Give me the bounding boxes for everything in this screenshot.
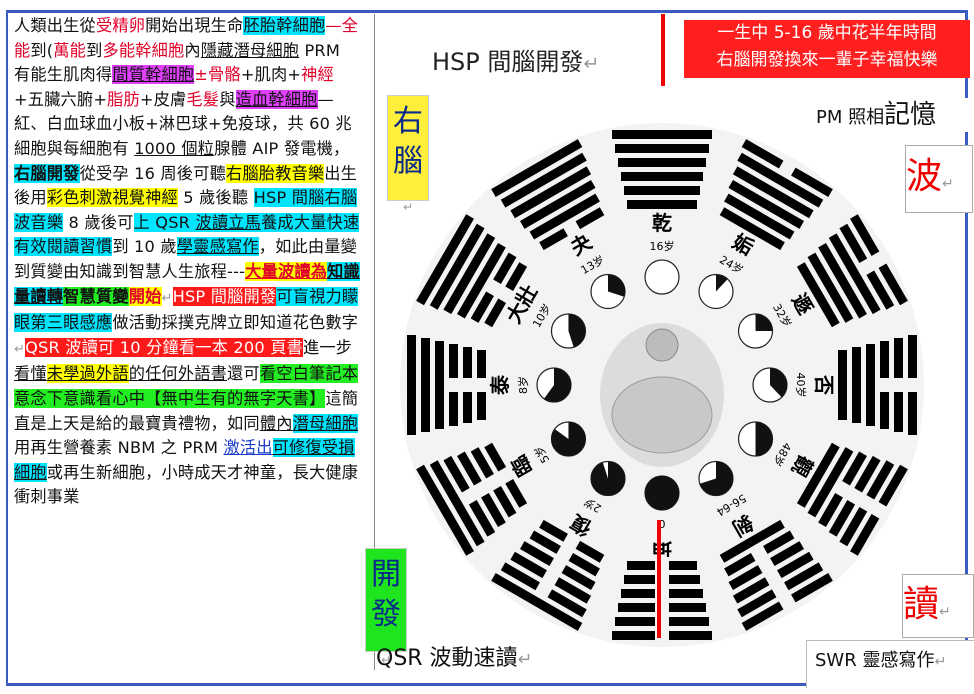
text-run: ，如此由量變到質變由知識到智慧人生旅程--- (14, 237, 358, 281)
pm-label-small: PM 照相 (816, 107, 885, 128)
swr-text: SWR 靈感寫作 (815, 650, 935, 671)
text-run: 幹細胞 (276, 16, 326, 35)
text-run: 從受孕 16 周後可聽 (79, 163, 226, 183)
text-run: 造血幹細胞 (235, 89, 318, 109)
read-box: 讀↵ (902, 574, 974, 638)
text-run: 間質幹細胞 (112, 65, 195, 85)
text-run: 到( (30, 40, 54, 60)
text-run: HSP 間腦開發 (172, 286, 277, 306)
text-run: 多能幹細胞 (102, 40, 185, 60)
wave-char: 波 (906, 156, 943, 197)
text-run: +皮膚 (139, 89, 187, 109)
box-char-row: 腦↵ (388, 142, 428, 227)
red-marker-top (661, 14, 665, 86)
paragraph-mark: ↵ (14, 341, 26, 357)
paragraph-mark: ↵ (942, 176, 954, 192)
text-run: 開始出現生命 (145, 16, 244, 35)
text-run: 開始 (128, 286, 162, 306)
body-text: 人類出生從受精卵開始出現生命胚胎幹細胞—全能到(萬能到多能幹細胞內隱藏潛母細胞 … (14, 14, 360, 676)
note-line: 一生中 5-16 歲中花半年時間 (717, 23, 937, 43)
box-char-row: 發↵ (366, 595, 406, 680)
box-char: 右 (393, 104, 423, 139)
develop-box: 開 發 ↵ (365, 548, 407, 667)
text-run: 波讀立馬 (195, 212, 262, 232)
text-run: 或再生新細胞，小時成天才神童，長大健康衝刺事業 (14, 462, 359, 507)
text-run: 胚胎 (243, 16, 277, 35)
text-run: 到 10 歲 (112, 237, 177, 257)
title-text: HSP 間腦開發 (432, 48, 584, 76)
text-run: 進一步 (303, 337, 353, 357)
text-run: 右腦開發 (14, 163, 80, 183)
text-run: 腺體 AIP 發電機， (214, 138, 350, 158)
text-run: +肌肉+ (240, 65, 302, 85)
text-run: 隱藏潛母細胞 (200, 40, 300, 60)
text-run: 看懂 (14, 364, 47, 384)
text-run: 右腦胎教音樂 (225, 163, 325, 183)
paragraph-mark: ↵ (939, 604, 951, 620)
text-run: 脂肪 (107, 89, 140, 109)
paragraph-mark: ↵ (934, 654, 947, 670)
text-run: 1000 個粒 (134, 138, 215, 158)
text-run: PRM 有能生肌肉得 (14, 40, 341, 85)
text-run: 的任何外語書 (128, 364, 228, 384)
text-run: 與 (219, 89, 236, 109)
text-run: 神經 (301, 65, 334, 85)
text-run: 內 (184, 40, 201, 60)
text-run: 這簡直是上天是給的最寶貴禮物，如同 (14, 388, 359, 433)
wave-box: 波↵ (905, 145, 973, 213)
text-run: 做活動採撲克牌立即知道花色數字 (112, 313, 359, 333)
box-char: 腦 (393, 144, 423, 179)
qsr-text: QSR 波動速讀 (376, 646, 518, 671)
note-line: 右腦開發換來一輩子幸福快樂 (716, 50, 938, 70)
column-divider (374, 14, 375, 670)
text-run: 毛髮 (186, 89, 220, 109)
text-run: 未學過外語 (46, 364, 129, 384)
pm-label: PM 照相記憶 (808, 98, 972, 132)
text-run: 智慧質變 (63, 286, 129, 306)
text-run: 受精卵 (95, 16, 146, 35)
paragraph-mark: ↵ (583, 52, 600, 75)
paragraph-mark: ↵ (517, 650, 533, 670)
text-run: 骨骼 (208, 65, 241, 85)
qsr-label: QSR 波動速讀↵ (376, 640, 532, 672)
red-marker-bottom (657, 520, 661, 638)
text-run: 激活出 (223, 438, 273, 458)
text-run: 人類出生從 (14, 16, 96, 35)
text-run: 學靈感寫作 (176, 237, 259, 257)
text-run: +五臟六腑+ (14, 89, 108, 109)
right-brain-box: 右 腦 ↵ (387, 95, 429, 214)
paragraph-mark: ↵ (380, 653, 392, 667)
text-run: QSR 波讀可 10 分鐘看一本 200 頁書 (25, 337, 304, 357)
text-run: — (325, 16, 342, 35)
text-run: ± (194, 65, 209, 85)
text-run: 5 歲後聽 (177, 188, 254, 208)
page-border (6, 10, 968, 686)
paragraph-mark: ↵ (402, 200, 414, 214)
text-run: 8 歲後可 (63, 212, 134, 232)
text-run: 大量波讀為 (245, 261, 328, 281)
text-run: 萬能 (53, 40, 87, 60)
box-char: 開 (371, 557, 401, 592)
box-char: 發 (371, 597, 401, 632)
pm-label-big: 記憶 (884, 100, 937, 130)
swr-label: SWR 靈感寫作↵ (806, 640, 974, 688)
text-run: 彩色刺激視覺神經 (46, 188, 178, 208)
text-run: 出生後用 (14, 163, 358, 208)
paragraph-mark: ↵ (161, 290, 173, 306)
text-run: 潛母細胞 (292, 413, 359, 433)
page-title: HSP 間腦開發↵ (432, 42, 599, 77)
text-run: 用再生營養素 NBM 之 PRM (14, 438, 224, 458)
text-run: 還可 (227, 364, 260, 384)
text-run: 全能 (14, 16, 359, 60)
text-run: —紅、白血球血小板+淋巴球+免疫球，共 60 兆細胞與每細胞有 (14, 89, 352, 158)
text-run: 【無中生有的無字天書】 (145, 388, 326, 408)
note-box: 一生中 5-16 歲中花半年時間 右腦開發換來一輩子幸福快樂 (684, 20, 970, 78)
text-run: 到 (86, 40, 103, 60)
text-run: 上 QSR (133, 212, 196, 232)
text-run: 體內 (259, 413, 293, 433)
read-char: 讀 (903, 584, 940, 625)
